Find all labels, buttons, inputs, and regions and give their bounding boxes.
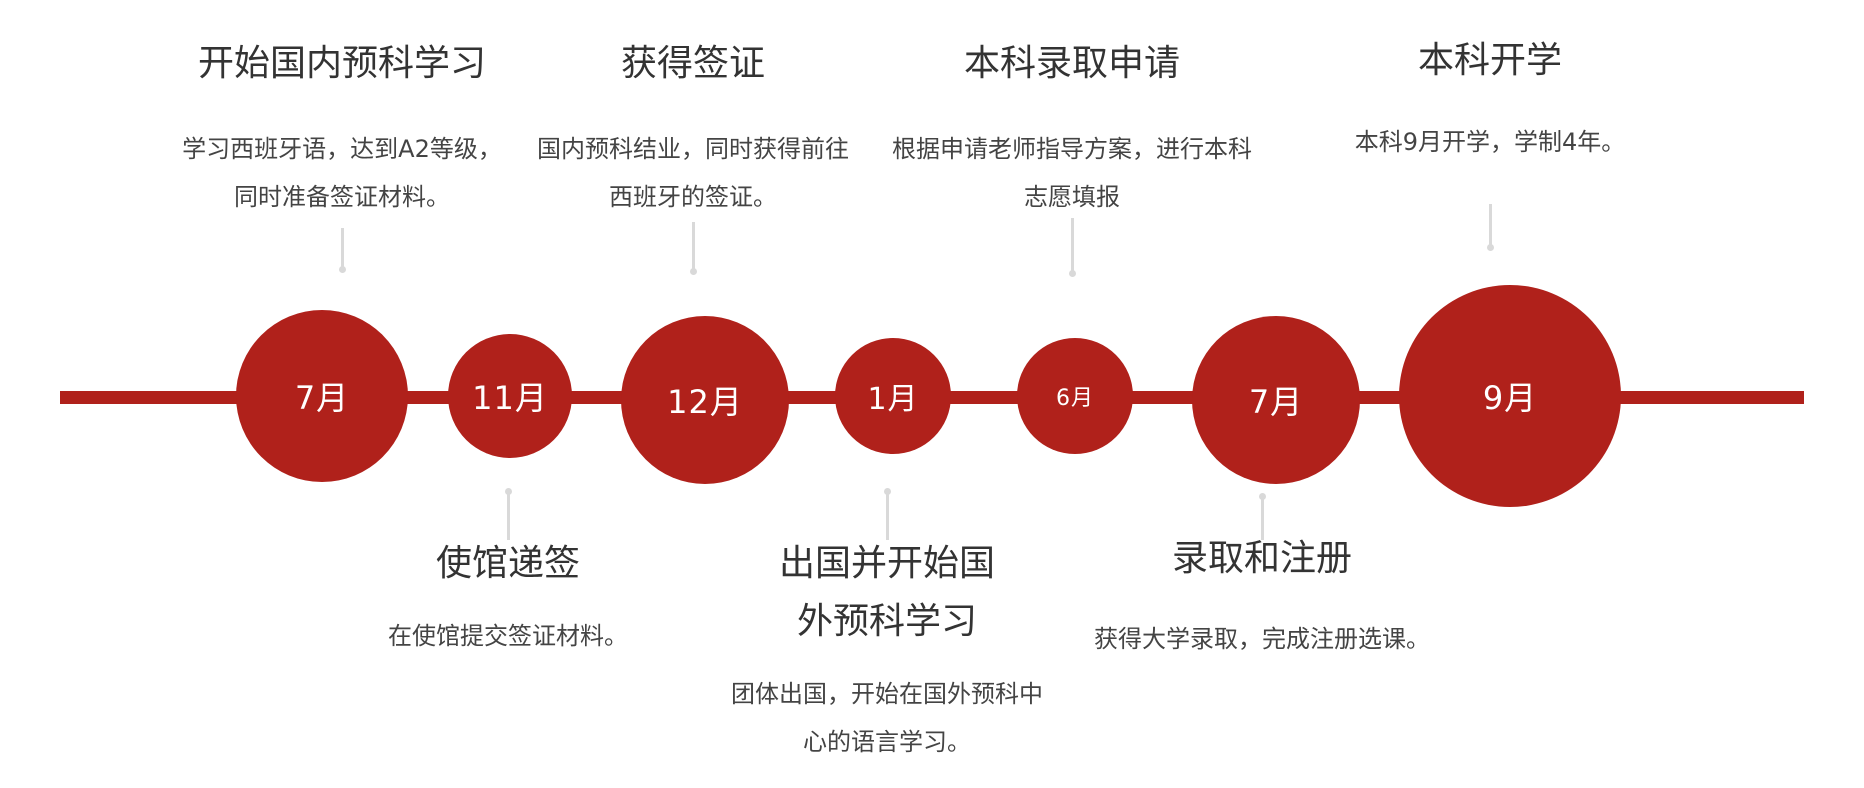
connector-line-7: [1489, 204, 1492, 248]
connector-line-5: [1071, 218, 1074, 274]
milestone-desc-1: 学习西班牙语，达到A2等级，同时准备签证材料。: [182, 135, 502, 211]
milestone-circle-6: 7月: [1192, 316, 1360, 484]
connector-dot-7: [1487, 244, 1494, 251]
connector-line-1: [341, 228, 344, 270]
connector-dot-1: [339, 266, 346, 273]
connector-line-2: [507, 492, 510, 540]
milestone-circle-1: 7月: [236, 310, 408, 482]
milestone-desc-5: 根据申请老师指导方案，进行本科志愿填报: [892, 135, 1252, 211]
milestone-title-6: 录取和注册: [1171, 538, 1352, 579]
milestone-circle-3: 12月: [621, 316, 789, 484]
milestone-desc-2: 在使馆提交签证材料。: [388, 622, 628, 650]
milestone-circle-7: 9月: [1399, 285, 1621, 507]
milestone-title-1: 开始国内预科学习: [197, 43, 486, 84]
connector-dot-4: [884, 488, 891, 495]
milestone-desc-3: 国内预科结业，同时获得前往西班牙的签证。: [537, 135, 849, 211]
milestone-desc-6: 获得大学录取，完成注册选课。: [1094, 625, 1430, 653]
milestone-circle-4: 1月: [835, 338, 951, 454]
milestone-circle-2: 11月: [448, 334, 572, 458]
connector-dot-6: [1259, 493, 1266, 500]
connector-dot-3: [690, 268, 697, 275]
connector-line-6: [1261, 497, 1264, 540]
milestone-title-7: 本科开学: [1417, 40, 1562, 81]
milestone-title-3: 获得签证: [620, 43, 765, 84]
milestone-circle-5: 6月: [1017, 338, 1133, 454]
connector-dot-2: [505, 488, 512, 495]
connector-line-3: [692, 222, 695, 272]
connector-line-4: [886, 492, 889, 540]
milestone-title-5: 本科录取申请: [963, 43, 1180, 84]
milestone-desc-7: 本科9月开学，学制4年。: [1354, 128, 1626, 156]
connector-dot-5: [1069, 270, 1076, 277]
milestone-title-2: 使馆递签: [435, 543, 580, 584]
milestone-desc-4: 团体出国，开始在国外预科中心的语言学习。: [731, 680, 1043, 756]
milestone-title-4: 出国并开始国外预科学习: [778, 543, 995, 642]
